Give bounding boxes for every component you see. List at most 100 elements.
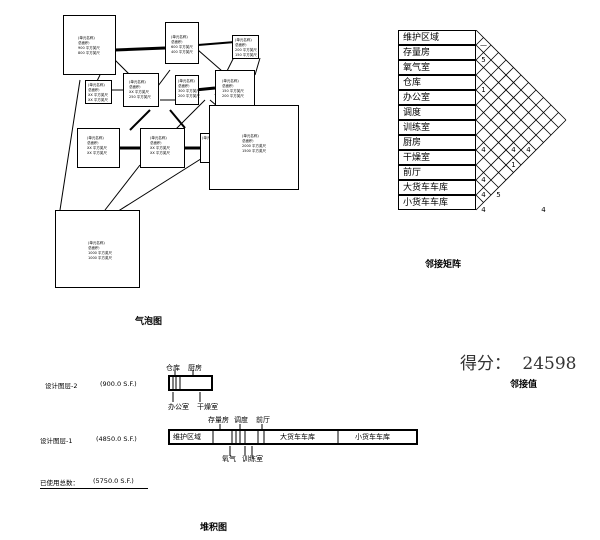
bubble-area-line: 200 平方英尺 <box>178 94 200 98</box>
bubble-box[interactable]: (单元名称) 总面积: 1000 平方英尺 1000 平方英尺 <box>55 210 140 288</box>
bubble-title: (单元名称) <box>222 79 239 83</box>
score-value: 24598 <box>522 354 577 374</box>
total-area: (5750.0 S.F.) <box>93 477 134 485</box>
bubble-area-line: XX 平方英尺 <box>87 151 107 155</box>
matrix-cell-value[interactable]: 4 <box>481 191 486 199</box>
matrix-cell-value[interactable]: 1 <box>481 86 486 94</box>
bubble-area-line: 150 平方英尺 <box>235 53 257 57</box>
bubble-area-line: XX 平方英尺 <box>150 151 170 155</box>
layer1-segment-label: 小货车车库 <box>355 433 390 441</box>
bubble-title: (单元名称) <box>78 36 95 40</box>
bubble-area-line: 900 平方英尺 <box>78 46 100 50</box>
layer1-segment-label: 大货车车库 <box>280 433 315 441</box>
bubble-area-line: 1500 平方英尺 <box>242 149 267 153</box>
bubble-title: (单元名称) <box>171 35 188 39</box>
layer2-label: 设计图层-2 <box>45 382 78 390</box>
matrix-row-label: 办公室 <box>398 90 476 105</box>
bubble-area-line: 400 平方英尺 <box>171 50 193 54</box>
bubble-title: (单元名称) <box>129 80 146 84</box>
matrix-cell-value[interactable]: 5 <box>496 191 501 199</box>
bubble-area-label: 总面积: <box>178 84 190 88</box>
layer2-leader-lines <box>172 370 201 402</box>
bubble-area-label: 总面积: <box>242 139 254 143</box>
bubble-area-label: 总面积: <box>87 141 99 145</box>
matrix-row-label: 小货车车库 <box>398 195 476 210</box>
bubble-title: (单元名称) <box>150 136 167 140</box>
matrix-cell-value[interactable]: 4 <box>481 206 486 214</box>
bubble-box[interactable]: (单元名称) 总面积: 300 平方英尺 200 平方英尺 <box>175 75 200 105</box>
matrix-cell-value[interactable]: 4 <box>481 176 486 184</box>
bubble-box[interactable]: (单元名称) 总面积: 200 平方英尺 150 平方英尺 <box>232 35 259 59</box>
matrix-cell-value[interactable]: 1 <box>511 161 516 169</box>
bubble-area-line: 200 平方英尺 <box>235 48 257 52</box>
bubble-area-line: 250 平方英尺 <box>129 95 151 99</box>
matrix-cell-value[interactable]: 4 <box>526 146 531 154</box>
bubble-area-label: 总面积: <box>171 40 183 44</box>
bubble-area-line: XX 平方英尺 <box>87 146 107 150</box>
layer1-top-label: 存量房 <box>208 416 229 424</box>
bubble-area-line: XX 平方英尺 <box>150 146 170 150</box>
bubble-box[interactable]: (单元名称) 总面积: 600 平方英尺 400 平方英尺 <box>165 22 199 64</box>
bubble-area-line: 200 平方英尺 <box>222 94 244 98</box>
matrix-cell-value[interactable]: 5 <box>481 56 486 64</box>
layer1-bar[interactable]: 维护区域 大货车车库 小货车车库 <box>168 429 418 445</box>
bubble-title: (单元名称) <box>88 83 105 87</box>
bubble-title: (单元名称) <box>87 136 104 140</box>
bubble-area-line: XX 平方英尺 <box>88 98 108 102</box>
bubble-area-line: 300 平方英尺 <box>178 89 200 93</box>
bubble-title: (单元名称) <box>178 79 195 83</box>
layer2-top-label: 厨房 <box>188 364 202 372</box>
matrix-row-label: 干燥室 <box>398 150 476 165</box>
matrix-row-label: 训练室 <box>398 120 476 135</box>
bubble-box[interactable]: (单元名称) 总面积: 900 平方英尺 800 平方英尺 <box>63 15 116 75</box>
matrix-diamond-grid <box>475 30 567 211</box>
matrix-cell-value[interactable]: — <box>480 41 487 49</box>
layer1-leader-lines <box>219 424 263 456</box>
bubble-area-line: XX 平方英尺 <box>88 93 108 97</box>
matrix-row-label: 大货车车库 <box>398 180 476 195</box>
bubble-box[interactable]: (单元名称) 总面积: XX 平方英尺 250 平方英尺 <box>123 73 159 107</box>
bubble-area-line: XX 平方英尺 <box>129 90 149 94</box>
bubble-title: (单元名称) <box>242 134 259 138</box>
layer1-top-label: 前厅 <box>256 416 270 424</box>
bubble-box[interactable]: (单元名称) 总面积: XX 平方英尺 XX 平方英尺 <box>85 80 112 104</box>
matrix-cell-value[interactable]: 4 <box>481 146 486 154</box>
total-underline <box>40 488 148 489</box>
layer1-bottom-label: 训练室 <box>242 455 263 463</box>
bubble-area-line: 1000 平方英尺 <box>88 251 113 255</box>
layer2-area: (900.0 S.F.) <box>100 380 137 388</box>
layer2-bar[interactable] <box>168 375 213 391</box>
bubble-area-label: 总面积: <box>88 246 100 250</box>
bubble-area-label: 总面积: <box>150 141 162 145</box>
layer1-segment-label: 维护区域 <box>173 433 201 441</box>
layer1-label: 设计图层-1 <box>40 437 73 445</box>
bubble-area-label: 总面积: <box>78 41 90 45</box>
bubble-box[interactable]: (单元名称) 总面积: XX 平方英尺 XX 平方英尺 <box>77 128 120 168</box>
bubble-area-line: 2000 平方英尺 <box>242 144 267 148</box>
layer1-bottom-label: 氧气 <box>222 455 236 463</box>
bubble-area-label: 总面积: <box>88 88 100 92</box>
bubble-area-label: 总面积: <box>222 84 234 88</box>
matrix-cell-value[interactable]: 4 <box>541 206 546 214</box>
matrix-row-label: 前厅 <box>398 165 476 180</box>
total-label: 已使用总数： <box>40 479 79 487</box>
stacking-diagram-caption: 堆积图 <box>200 523 228 533</box>
adjacency-value-caption: 邻接值 <box>510 380 538 390</box>
matrix-row-label: 仓库 <box>398 75 476 90</box>
bubble-diagram-caption: 气泡图 <box>135 317 163 327</box>
matrix-row-label: 氧气室 <box>398 60 476 75</box>
matrix-row-label: 调度 <box>398 105 476 120</box>
matrix-cell-value[interactable]: 4 <box>511 146 516 154</box>
bubble-box[interactable]: (单元名称) 总面积: 150 平方英尺 200 平方英尺 <box>215 70 255 108</box>
bubble-area-line: 600 平方英尺 <box>171 45 193 49</box>
bubble-box[interactable]: (单元名称) 总面积: 2000 平方英尺 1500 平方英尺 <box>209 105 299 190</box>
matrix-row-label: 维护区域 <box>398 30 476 45</box>
score-label: 得分： <box>460 354 511 374</box>
bubble-title: (单元名称) <box>88 241 105 245</box>
bubble-area-line: 1000 平方英尺 <box>88 256 113 260</box>
bubble-area-line: 150 平方英尺 <box>222 89 244 93</box>
layer2-bottom-label: 办公室 <box>168 403 189 411</box>
bubble-diagram: (单元名称) 总面积: 900 平方英尺 800 平方英尺 (单元名称) 总面积… <box>0 0 340 327</box>
bubble-box[interactable]: (单元名称) 总面积: XX 平方英尺 XX 平方英尺 <box>140 128 185 168</box>
matrix-row-label: 存量房 <box>398 45 476 60</box>
